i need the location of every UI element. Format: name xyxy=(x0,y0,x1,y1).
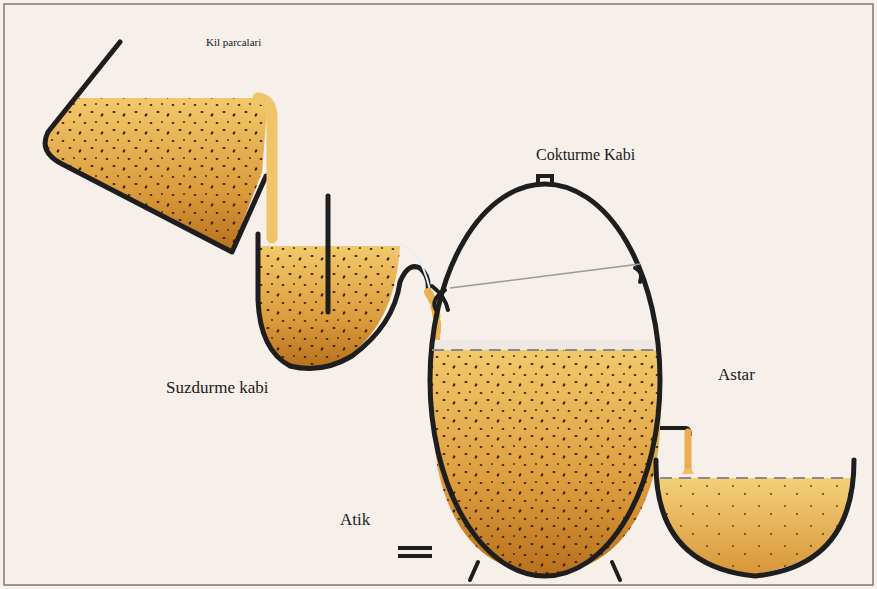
settling-vessel xyxy=(398,176,690,580)
vessel-label: Cokturme Kabi xyxy=(536,146,635,164)
vessel-label: Suzdurme kabi xyxy=(166,378,268,398)
vessel-label: Astar xyxy=(718,365,755,385)
sieving-vessel xyxy=(258,196,437,368)
vessel-label: Kil parcalari xyxy=(206,36,261,48)
frame xyxy=(4,4,873,585)
slip-bowl xyxy=(656,460,854,576)
outlet-label: Atik xyxy=(340,510,370,530)
clay-pieces-vessel xyxy=(45,42,272,252)
